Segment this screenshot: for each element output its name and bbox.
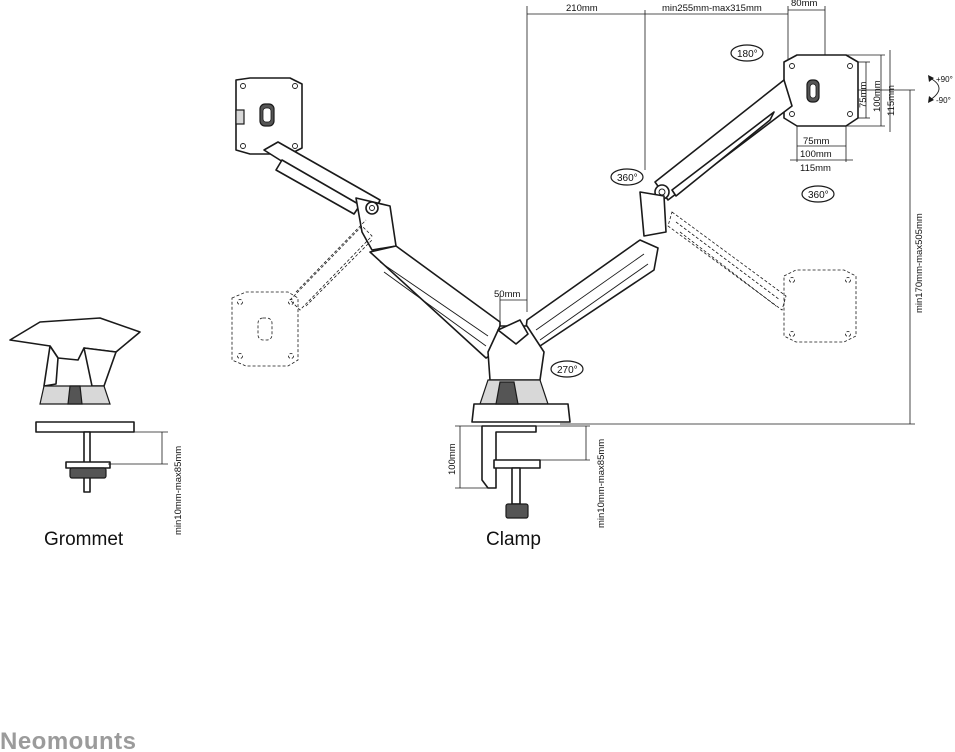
dim-arm-extension: min255mm-max315mm bbox=[662, 3, 762, 14]
dim-clamp-desk: min10mm-max85mm bbox=[596, 439, 607, 528]
dim-vesa-115-h: 115mm bbox=[886, 85, 897, 116]
tilt-down-label: -90° bbox=[936, 96, 951, 105]
badge-360-plate: 360° bbox=[801, 185, 835, 203]
badge-360-arm: 360° bbox=[610, 168, 644, 186]
grommet-label: Grommet bbox=[44, 529, 124, 550]
clamp-label: Clamp bbox=[486, 529, 541, 550]
tilt-up-label: +90° bbox=[936, 75, 953, 84]
dim-clamp-height: 100mm bbox=[447, 443, 458, 475]
left-arm bbox=[263, 141, 501, 359]
dim-height-range: min170mm-max505mm bbox=[914, 213, 925, 313]
vesa-plate-left-top bbox=[235, 77, 303, 155]
brand-logo: Neomounts bbox=[0, 728, 137, 752]
clamp: 100mm min10mm-max85mm Clamp bbox=[447, 425, 607, 550]
dim-reach: 210mm bbox=[566, 3, 598, 14]
dim-vesa-100-w: 100mm bbox=[800, 149, 832, 160]
badge-270: 270° bbox=[550, 360, 584, 378]
dim-grommet-desk: min10mm-max85mm bbox=[173, 446, 184, 535]
vesa-plate-right-bottom bbox=[783, 269, 857, 343]
dim-vesa-115-w: 115mm bbox=[800, 163, 831, 174]
right-arm bbox=[523, 79, 793, 347]
top-dimensions: 210mm min255mm-max315mm 80mm bbox=[526, 0, 826, 312]
dim-vesa-width: 80mm bbox=[791, 0, 817, 9]
swivel-360-arm-label: 360° bbox=[617, 173, 638, 184]
swivel-270-label: 270° bbox=[557, 365, 578, 376]
pole-base: 50mm bbox=[471, 289, 571, 423]
swivel-360-plate-label: 360° bbox=[808, 190, 829, 201]
dim-vesa-75-w: 75mm bbox=[803, 136, 829, 147]
grommet: min10mm-max85mm Grommet bbox=[9, 317, 184, 550]
dim-pole-offset: 50mm bbox=[494, 289, 520, 300]
vesa-plate-left-bottom bbox=[231, 291, 299, 367]
rotate-180-label: 180° bbox=[737, 49, 758, 60]
vesa-plate-right-top: 75mm 100mm 115mm 75mm 100mm 115mm bbox=[783, 50, 897, 174]
badge-180: 180° bbox=[730, 44, 764, 62]
dim-vesa-75-h: 75mm bbox=[858, 82, 869, 108]
height-dimension: min170mm-max505mm bbox=[560, 89, 925, 425]
tilt-indicator: +90° -90° bbox=[928, 75, 953, 105]
dim-vesa-100-h: 100mm bbox=[872, 80, 883, 112]
